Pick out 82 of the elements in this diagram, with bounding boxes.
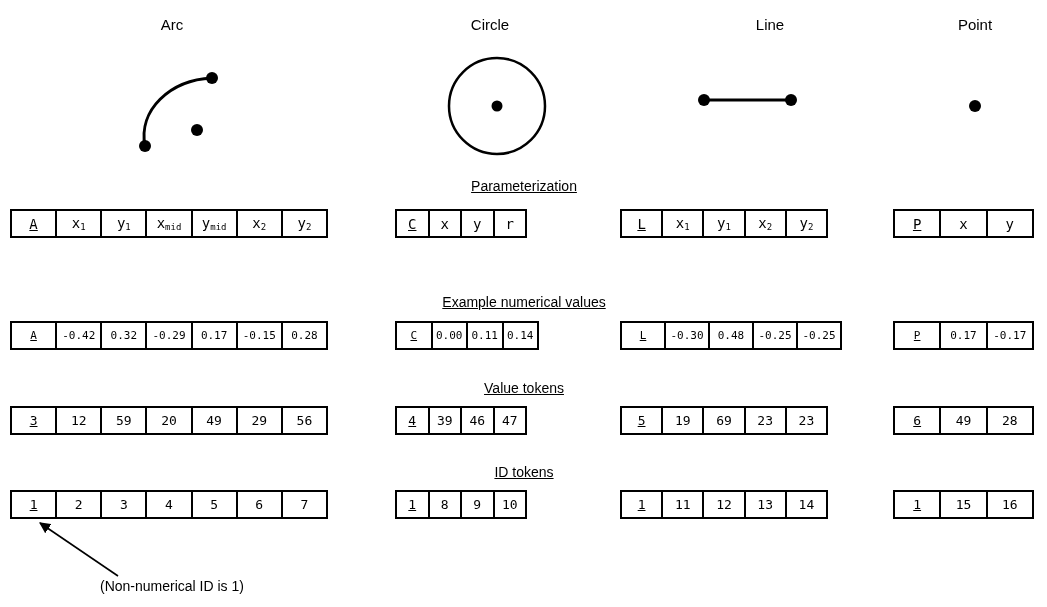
table-cell: 16	[985, 490, 1034, 519]
table-cell: x	[939, 209, 988, 238]
table-cell: x$_{1}$	[55, 209, 103, 238]
annotation-text: (Non-numerical ID is 1)	[100, 578, 244, 594]
table-cell: 9	[460, 490, 495, 519]
table-cell: 56	[280, 406, 328, 435]
table-cell: -0.17	[985, 321, 1034, 350]
table-cell: 59	[100, 406, 148, 435]
table-cell: 0.32	[100, 321, 148, 350]
table-cell: y	[460, 209, 495, 238]
table-cell: 47	[492, 406, 527, 435]
table-cell: 12	[55, 406, 103, 435]
table-cell: 23	[743, 406, 787, 435]
table-cell: x$_{mid}$	[145, 209, 193, 238]
table-cell: 13	[743, 490, 787, 519]
table-cell: 5	[190, 490, 238, 519]
section-heading: Value tokens	[484, 380, 564, 396]
table-cell: L	[620, 209, 664, 238]
table-cell: -0.42	[55, 321, 103, 350]
section-heading: ID tokens	[494, 464, 554, 480]
table-cell: 1	[893, 490, 942, 519]
table-cell: 4	[395, 406, 430, 435]
table-cell: x$_{1}$	[661, 209, 705, 238]
table-cell: 29	[235, 406, 283, 435]
table-cell: 20	[145, 406, 193, 435]
table-cell: y$_{2}$	[280, 209, 328, 238]
column-title: Circle	[470, 16, 510, 33]
table-cell: L	[620, 321, 666, 350]
table-cell: 11	[661, 490, 705, 519]
table-cell: 6	[235, 490, 283, 519]
table-cell: C	[395, 321, 433, 350]
table-cell: r	[492, 209, 527, 238]
table-cell: A	[10, 321, 58, 350]
table-cell: C	[395, 209, 430, 238]
table-cell: 6	[893, 406, 942, 435]
table-cell: 2	[55, 490, 103, 519]
table-cell: 69	[702, 406, 746, 435]
table-cell: -0.15	[235, 321, 283, 350]
table-cell: 7	[280, 490, 328, 519]
table-cell: 14	[784, 490, 828, 519]
table-cell: 3	[10, 406, 58, 435]
table-cell: 15	[939, 490, 988, 519]
table-cell: -0.29	[145, 321, 193, 350]
table-cell: 23	[784, 406, 828, 435]
table-cell: 5	[620, 406, 664, 435]
table-cell: y$_{1}$	[702, 209, 746, 238]
table-cell: 49	[939, 406, 988, 435]
table-cell: 0.14	[501, 321, 539, 350]
table-cell: x$_{2}$	[235, 209, 283, 238]
table-cell: 0.28	[280, 321, 328, 350]
table-cell: 1	[620, 490, 664, 519]
table-cell: P	[893, 321, 942, 350]
table-cell: y$_{mid}$	[190, 209, 238, 238]
table-cell: 0.17	[939, 321, 988, 350]
table-cell: 4	[145, 490, 193, 519]
table-cell: 12	[702, 490, 746, 519]
table-cell: y$_{1}$	[100, 209, 148, 238]
table-cell: 0.17	[190, 321, 238, 350]
table-cell: y$_{2}$	[784, 209, 828, 238]
table-cell: -0.30	[664, 321, 710, 350]
table-cell: y	[985, 209, 1034, 238]
table-cell: 10	[492, 490, 527, 519]
table-cell: 46	[460, 406, 495, 435]
table-cell: 0.48	[708, 321, 754, 350]
table-cell: 0.11	[466, 321, 504, 350]
section-heading: Example numerical values	[442, 294, 606, 310]
table-cell: -0.25	[752, 321, 798, 350]
arrow	[39, 522, 119, 577]
table-cell: x$_{2}$	[743, 209, 787, 238]
table-cell: -0.25	[796, 321, 842, 350]
column-title: Line	[755, 16, 785, 33]
table-cell: 49	[190, 406, 238, 435]
table-cell: 1	[395, 490, 430, 519]
table-cell: P	[893, 209, 942, 238]
table-cell: 1	[10, 490, 58, 519]
table-cell: 19	[661, 406, 705, 435]
table-cell: A	[10, 209, 58, 238]
column-title: Arc	[160, 16, 184, 33]
table-cell: 28	[985, 406, 1034, 435]
column-title: Point	[957, 16, 993, 33]
table-cell: 3	[100, 490, 148, 519]
section-heading: Parameterization	[471, 178, 577, 194]
